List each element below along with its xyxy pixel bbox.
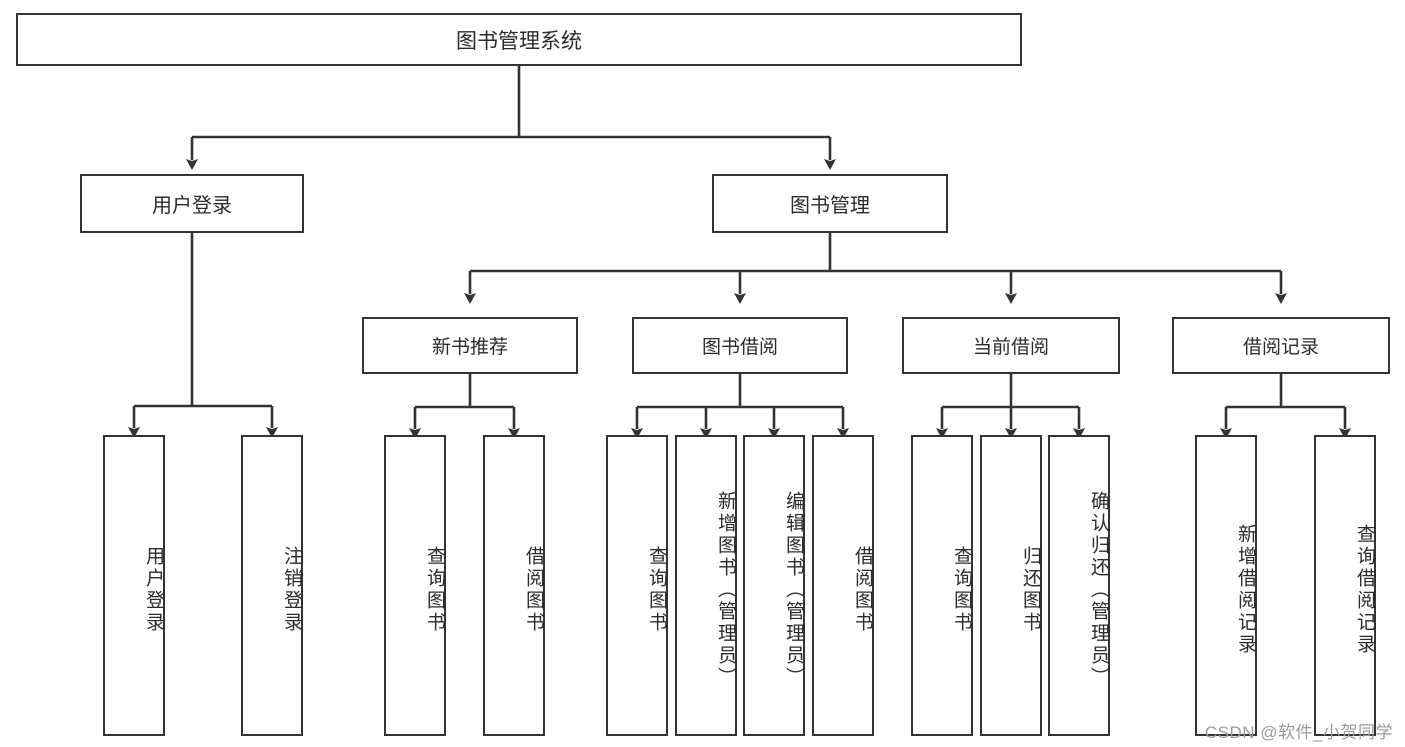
node-label: 查询借阅记录 [1354, 523, 1375, 656]
node-label: 用户登录 [143, 545, 164, 634]
node-leaf-return-book[interactable]: 归还图书 [980, 435, 1042, 736]
node-book-borrow[interactable]: 图书借阅 [632, 317, 848, 374]
node-user-login[interactable]: 用户登录 [80, 174, 304, 233]
node-label: 图书借阅 [701, 337, 778, 358]
node-label: 借阅图书 [523, 545, 544, 634]
node-label: 归还图书 [1020, 545, 1041, 634]
watermark-text: CSDN @软件_小贺同学 [1204, 723, 1393, 742]
node-leaf-borrow-book-2[interactable]: 借阅图书 [812, 435, 874, 736]
node-leaf-borrow-book-1[interactable]: 借阅图书 [483, 435, 545, 736]
node-leaf-user-logout[interactable]: 注销登录 [241, 435, 303, 736]
node-label: 新增借阅记录 [1235, 523, 1256, 656]
node-label: 用户登录 [152, 195, 232, 217]
node-current-borrow[interactable]: 当前借阅 [902, 317, 1120, 374]
node-label: 查询图书 [951, 545, 972, 634]
node-leaf-edit-book[interactable]: 编辑图书（管理员） [743, 435, 805, 736]
node-leaf-query-book-2[interactable]: 查询图书 [606, 435, 668, 736]
node-leaf-query-book-1[interactable]: 查询图书 [384, 435, 446, 736]
node-label: 借阅记录 [1242, 337, 1319, 358]
node-label: 图书管理 [790, 195, 870, 217]
node-leaf-query-book-3[interactable]: 查询图书 [911, 435, 973, 736]
node-label: 注销登录 [281, 545, 302, 634]
node-leaf-user-login[interactable]: 用户登录 [103, 435, 165, 736]
node-borrow-record[interactable]: 借阅记录 [1172, 317, 1390, 374]
node-label: 编辑图书（管理员） [783, 490, 804, 689]
node-label: 图书管理系统 [456, 29, 582, 53]
node-leaf-add-record[interactable]: 新增借阅记录 [1195, 435, 1257, 736]
node-label: 新增图书（管理员） [715, 490, 736, 689]
node-label: 借阅图书 [852, 545, 873, 634]
node-label: 新书推荐 [431, 337, 508, 358]
node-label: 当前借阅 [972, 337, 1049, 358]
node-label: 查询图书 [646, 545, 667, 634]
node-leaf-add-book[interactable]: 新增图书（管理员） [675, 435, 737, 736]
node-book-management[interactable]: 图书管理 [712, 174, 948, 233]
node-new-book-recommend[interactable]: 新书推荐 [362, 317, 578, 374]
node-leaf-query-record[interactable]: 查询借阅记录 [1314, 435, 1376, 736]
node-label: 确认归还（管理员） [1088, 490, 1109, 689]
node-leaf-confirm-return[interactable]: 确认归还（管理员） [1048, 435, 1110, 736]
node-label: 查询图书 [424, 545, 445, 634]
node-root-system[interactable]: 图书管理系统 [16, 13, 1022, 66]
